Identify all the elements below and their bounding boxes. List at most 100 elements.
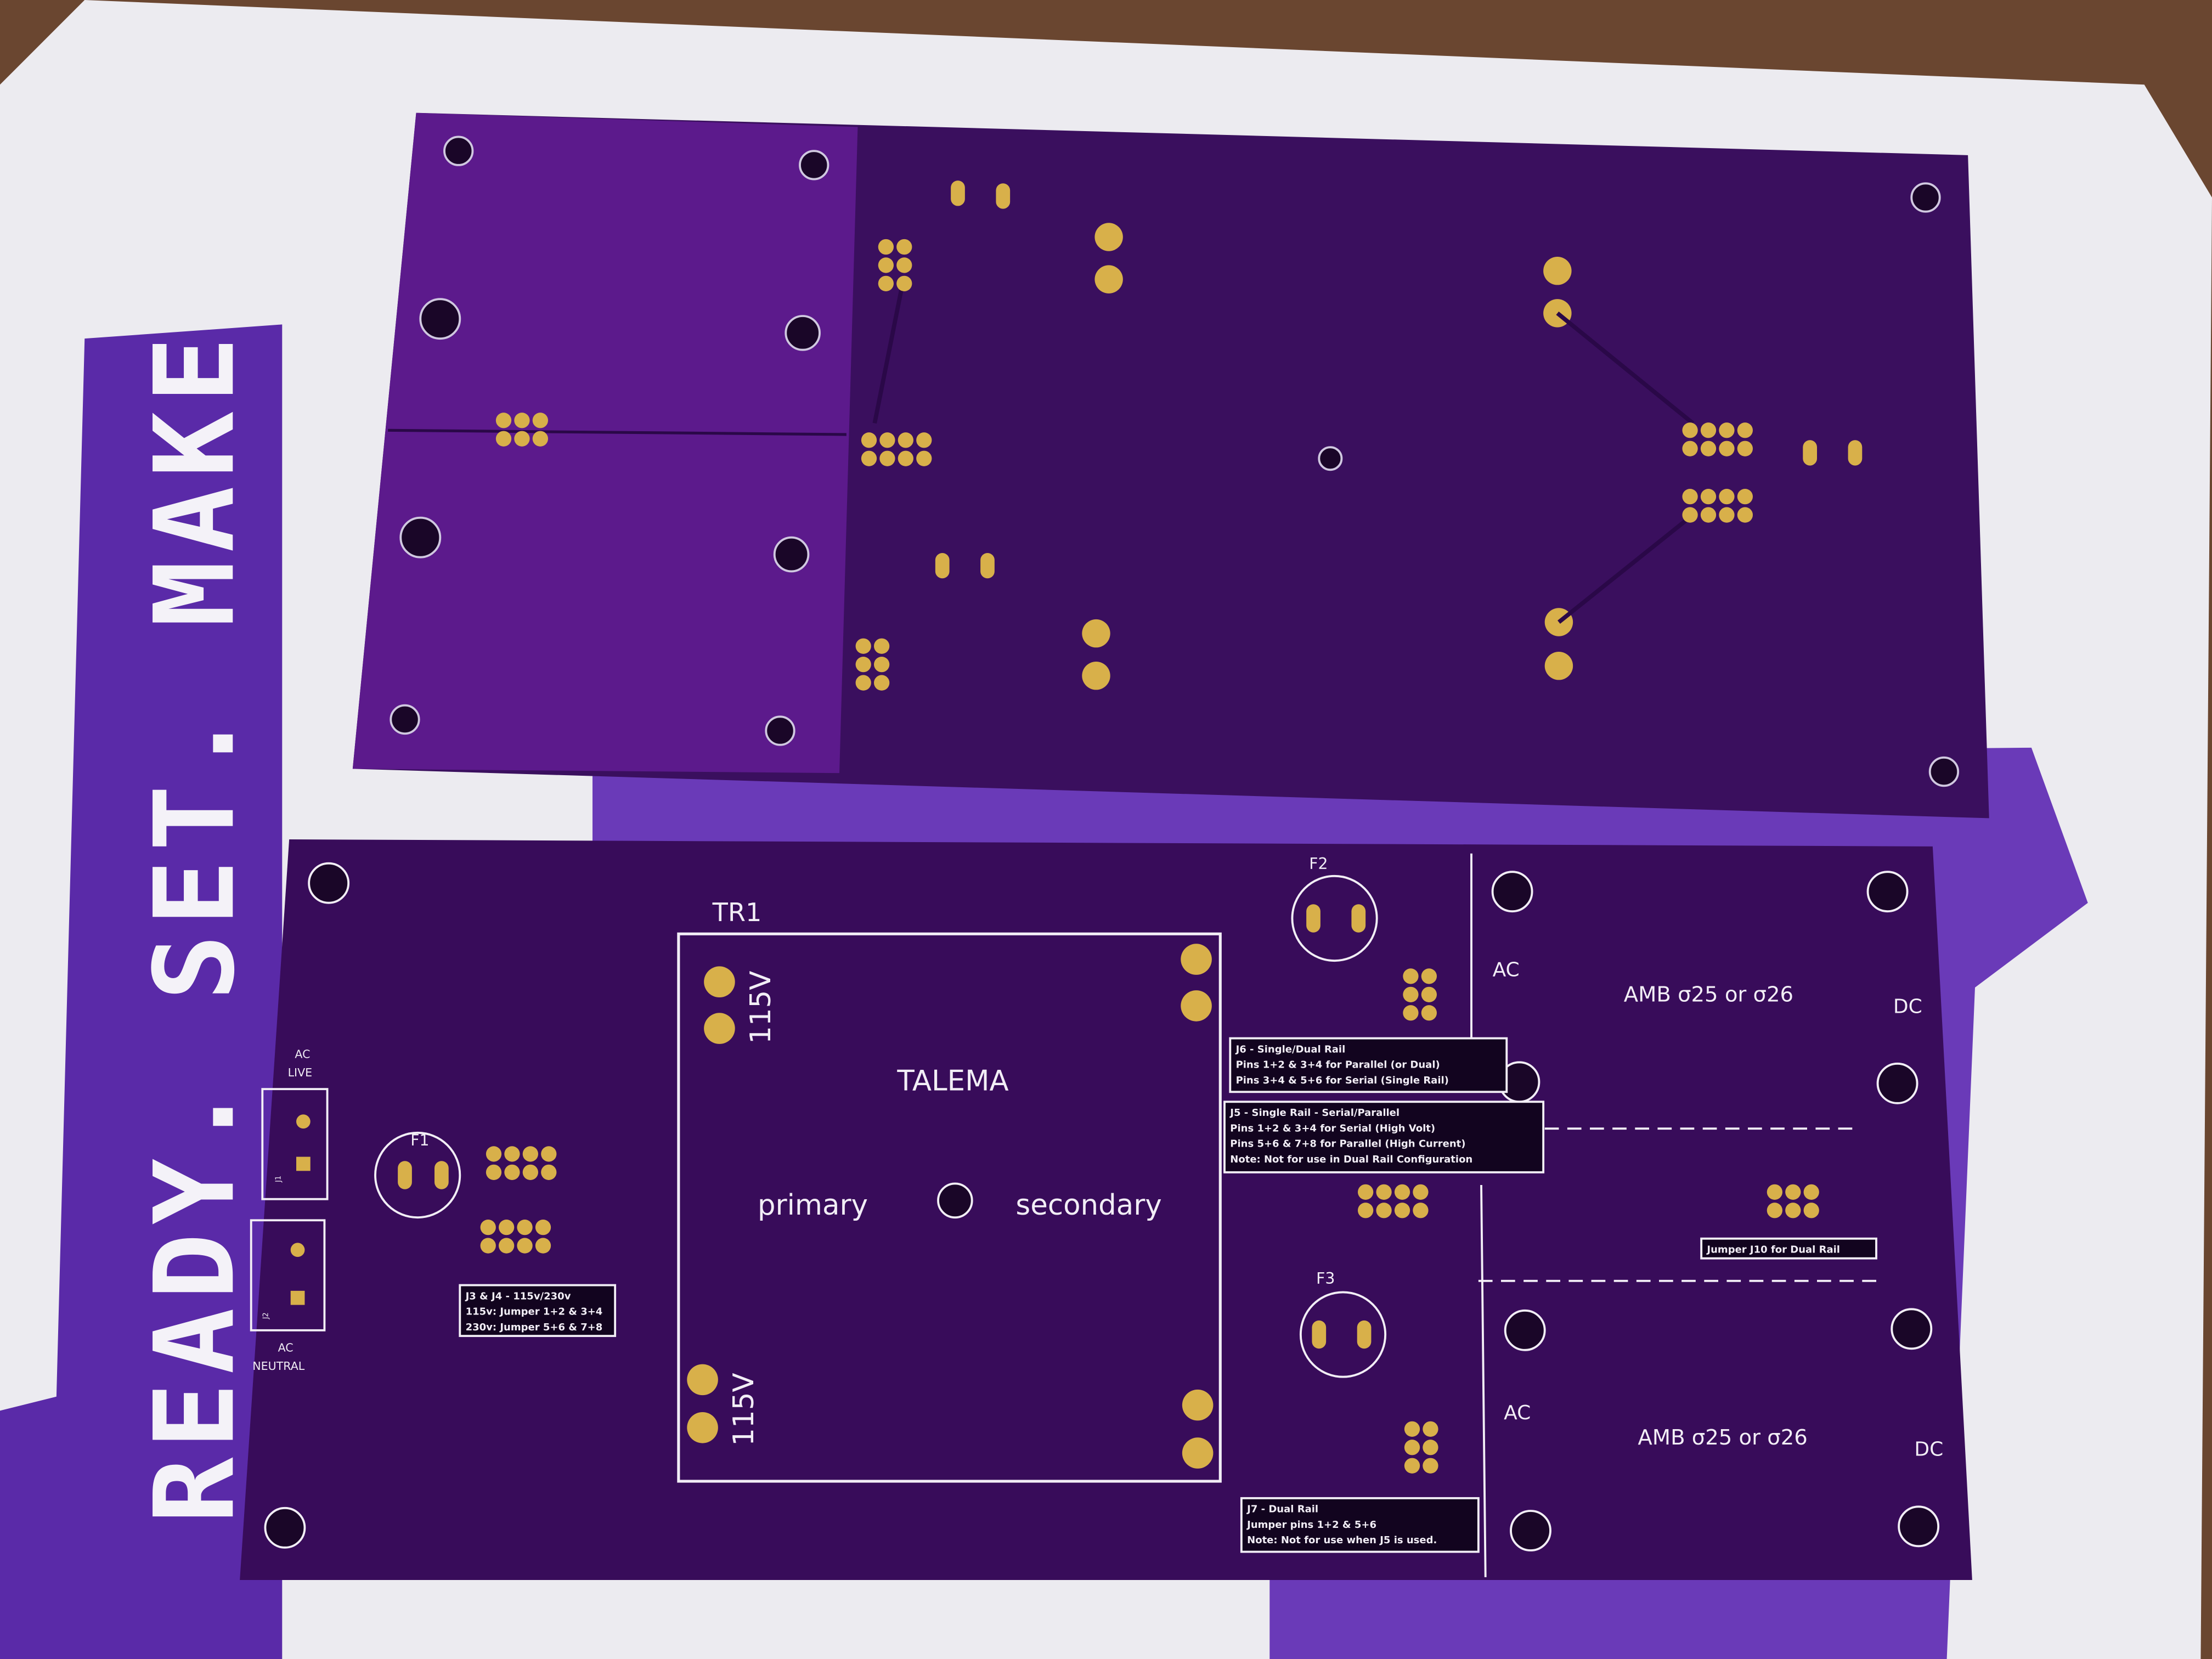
- voltage-label-top: 115V: [744, 971, 777, 1044]
- header-pin-pad: [499, 1220, 515, 1235]
- j7-note-line-2: Jumper pins 1+2 & 5+6: [1246, 1519, 1376, 1531]
- j1-label: J1: [275, 1176, 283, 1183]
- header-pin-pad: [1700, 422, 1717, 438]
- header-pin-pad: [916, 450, 932, 466]
- header-pin-pad: [1737, 507, 1753, 523]
- ac-label-upper: AC: [1493, 958, 1520, 981]
- amb-label-lower: AMB σ25 or σ26: [1638, 1425, 1807, 1450]
- header-pin-pad: [1700, 507, 1717, 523]
- fuse-f2-label: F2: [1309, 855, 1328, 873]
- header-pin-pad: [1403, 1005, 1419, 1021]
- j3-j4-note-line-1: J3 & J4 - 115v/230v: [465, 1290, 571, 1302]
- header-pin-pad: [878, 239, 894, 255]
- header-pin-pad: [878, 275, 894, 291]
- header-pin-pad: [541, 1164, 557, 1180]
- transformer-ref: TR1: [712, 898, 762, 927]
- header-pin-pad: [1803, 1203, 1819, 1218]
- header-pin-pad: [896, 275, 912, 291]
- header-pin-pad: [1404, 1458, 1420, 1474]
- transformer-brand: TALEMA: [896, 1065, 1008, 1098]
- header-pin-pad: [495, 413, 512, 428]
- header-pin-pad: [1785, 1184, 1801, 1200]
- j3-j4-note-line-3: 230v: Jumper 5+6 & 7+8: [466, 1322, 603, 1333]
- header-pin-pad: [879, 450, 895, 466]
- header-pin-pad: [486, 1146, 502, 1162]
- header-pin-pad: [504, 1146, 520, 1162]
- header-pin-pad: [1682, 489, 1698, 505]
- header-pin-pad: [499, 1238, 515, 1254]
- ac-live-label-1: AC: [295, 1048, 310, 1061]
- header-pin-pad: [1719, 441, 1735, 456]
- header-pin-pad: [1421, 968, 1437, 984]
- header-pin-pad: [1394, 1203, 1410, 1218]
- j5-note-line-1: J5 - Single Rail - Serial/Parallel: [1229, 1107, 1400, 1119]
- header-pin-pad: [1403, 968, 1419, 984]
- header-pin-pad: [514, 431, 530, 447]
- header-pin-pad: [879, 432, 895, 448]
- j10-note: Jumper J10 for Dual Rail: [1706, 1244, 1840, 1255]
- j7-note-line-1: J7 - Dual Rail: [1246, 1504, 1318, 1515]
- header-pin-pad: [855, 657, 871, 673]
- header-pin-pad: [480, 1238, 496, 1254]
- header-pin-pad: [1700, 489, 1717, 505]
- header-pin-pad: [1423, 1440, 1438, 1455]
- header-pin-pad: [1682, 507, 1698, 523]
- header-pin-pad: [1394, 1184, 1410, 1200]
- header-pin-pad: [1421, 1005, 1437, 1021]
- header-pin-pad: [532, 431, 548, 447]
- header-pin-pad: [522, 1146, 538, 1162]
- header-pin-pad: [898, 432, 913, 448]
- header-pin-pad: [896, 239, 912, 255]
- header-pin-pad: [1376, 1184, 1392, 1200]
- header-pads: [480, 239, 1819, 1474]
- header-pin-pad: [1358, 1203, 1374, 1218]
- secondary-label: secondary: [1015, 1189, 1161, 1222]
- primary-label: primary: [758, 1189, 868, 1222]
- header-pin-pad: [486, 1164, 502, 1180]
- header-pin-pad: [861, 432, 877, 448]
- top-pcb: [352, 112, 1989, 819]
- header-pin-pad: [878, 257, 894, 273]
- purple-tape: [0, 324, 283, 1659]
- header-pin-pad: [514, 413, 530, 428]
- header-pin-pad: [896, 257, 912, 273]
- header-pin-pad: [1404, 1440, 1420, 1455]
- amb-label-upper: AMB σ25 or σ26: [1624, 983, 1793, 1007]
- j3-j4-note-line-2: 115v: Jumper 1+2 & 3+4: [466, 1306, 603, 1318]
- j5-note-line-4: Note: Not for use in Dual Rail Configura…: [1230, 1154, 1472, 1165]
- header-pin-pad: [861, 450, 877, 466]
- header-pin-pad: [1423, 1421, 1438, 1437]
- j6-note-line-3: Pins 3+4 & 5+6 for Serial (Single Rail): [1236, 1075, 1449, 1086]
- j5-note-line-2: Pins 1+2 & 3+4 for Serial (High Volt): [1230, 1122, 1435, 1134]
- header-pin-pad: [1376, 1203, 1392, 1218]
- header-pin-pad: [1719, 489, 1735, 505]
- header-pin-pad: [517, 1238, 533, 1254]
- ac-live-label-2: LIVE: [288, 1066, 313, 1079]
- header-pin-pad: [1682, 441, 1698, 456]
- header-pin-pad: [504, 1164, 520, 1180]
- header-pin-pad: [535, 1238, 551, 1254]
- header-pin-pad: [874, 657, 890, 673]
- header-pin-pad: [480, 1220, 496, 1235]
- header-pin-pad: [541, 1146, 557, 1162]
- header-pin-pad: [517, 1220, 533, 1235]
- header-pin-pad: [1737, 441, 1753, 456]
- header-pin-pad: [1719, 507, 1735, 523]
- j5-note-line-3: Pins 5+6 & 7+8 for Parallel (High Curren…: [1230, 1138, 1465, 1150]
- header-pin-pad: [532, 413, 548, 428]
- header-pin-pad: [535, 1220, 551, 1235]
- dc-label-lower: DC: [1914, 1438, 1943, 1461]
- header-pin-pad: [1423, 1458, 1438, 1474]
- header-pin-pad: [1413, 1184, 1429, 1200]
- header-pin-pad: [1767, 1184, 1782, 1200]
- header-pin-pad: [1700, 441, 1717, 456]
- header-pin-pad: [1404, 1421, 1420, 1437]
- dc-label-upper: DC: [1893, 995, 1922, 1018]
- ac-label-lower: AC: [1504, 1402, 1531, 1424]
- header-pin-pad: [1785, 1203, 1801, 1218]
- header-pin-pad: [1403, 986, 1419, 1002]
- ac-neutral-label-1: AC: [278, 1341, 294, 1354]
- header-pin-pad: [495, 431, 512, 447]
